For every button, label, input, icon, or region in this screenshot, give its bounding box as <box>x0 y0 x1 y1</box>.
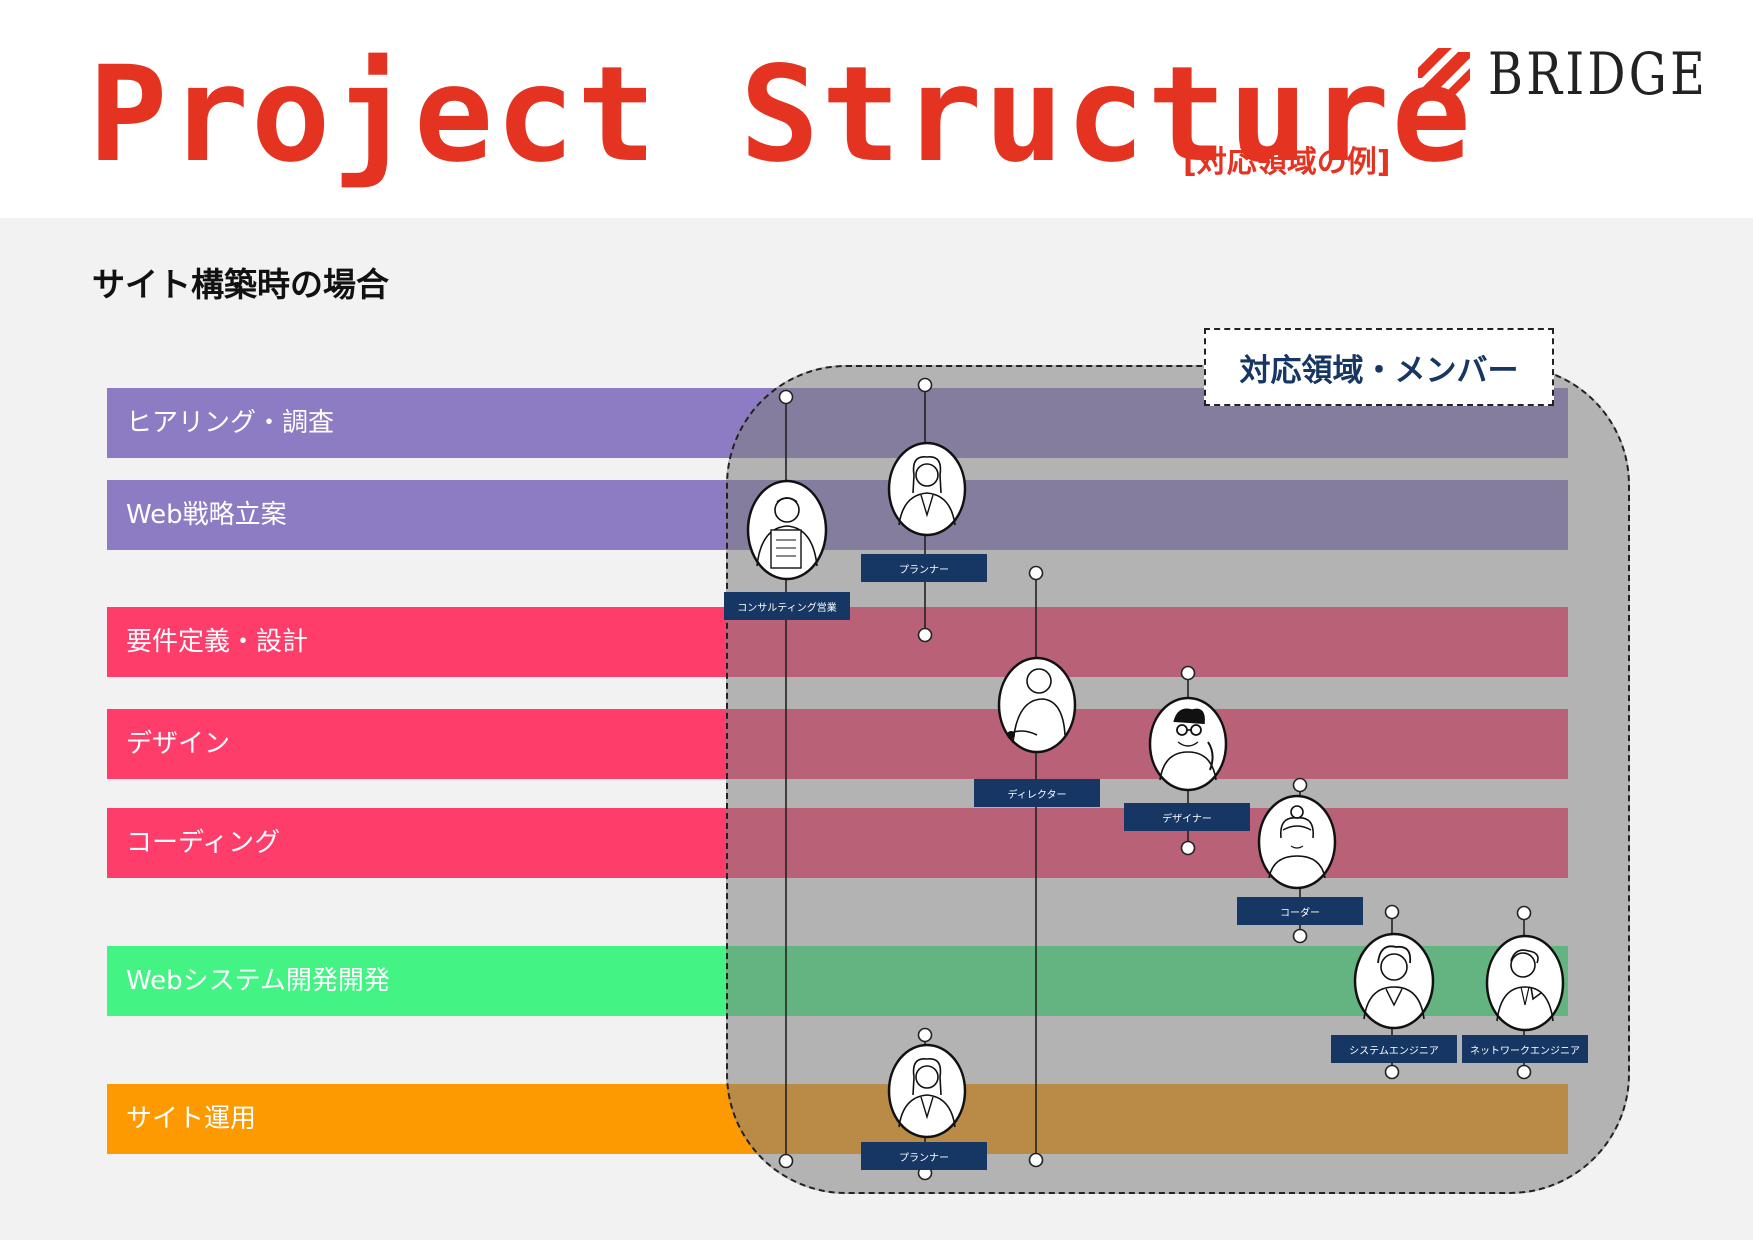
page-subtitle: [対応領域の例] <box>1183 145 1391 180</box>
role-badge-planner: プランナー <box>861 554 987 582</box>
section-title: サイト構築時の場合 <box>92 265 389 304</box>
role-badge-network-engineer: ネットワークエンジニア <box>1462 1035 1588 1063</box>
page-title: Project Structure <box>88 38 1474 192</box>
phase-label: 要件定義・設計 <box>126 627 309 657</box>
designer-icon <box>1148 696 1228 792</box>
role-badge-planner: プランナー <box>861 1142 987 1170</box>
role-badge-designer: デザイナー <box>1124 803 1250 831</box>
phase-label: ヒアリング・調査 <box>126 408 335 438</box>
director-icon <box>997 656 1077 754</box>
role-badge-system-engineer: システムエンジニア <box>1331 1035 1457 1063</box>
network-engineer-icon <box>1485 934 1565 1032</box>
phase-label: Webシステム開発開発 <box>126 966 390 996</box>
brand-logo: BRIDGE <box>1418 40 1753 108</box>
role-badge-director: ディレクター <box>974 779 1100 807</box>
role-badge-consultant: コンサルティング営業 <box>724 592 850 620</box>
phase-label: Web戦略立案 <box>126 500 287 530</box>
phase-label: コーディング <box>126 828 281 858</box>
logo-wordmark: BRIDGE <box>1488 40 1709 108</box>
planner-icon <box>887 1043 967 1139</box>
system-engineer-icon <box>1353 932 1435 1030</box>
bridge-logo-icon <box>1418 48 1470 98</box>
consultant-icon <box>746 479 828 581</box>
coverage-area-label: 対応領域・メンバー <box>1204 328 1554 406</box>
header: Project Structure [対応領域の例] BRIDGE <box>0 0 1753 218</box>
phase-label: デザイン <box>126 729 231 759</box>
coder-icon <box>1257 794 1337 890</box>
phase-label: サイト運用 <box>126 1104 257 1134</box>
planner-icon <box>887 441 967 537</box>
role-badge-coder: コーダー <box>1237 897 1363 925</box>
